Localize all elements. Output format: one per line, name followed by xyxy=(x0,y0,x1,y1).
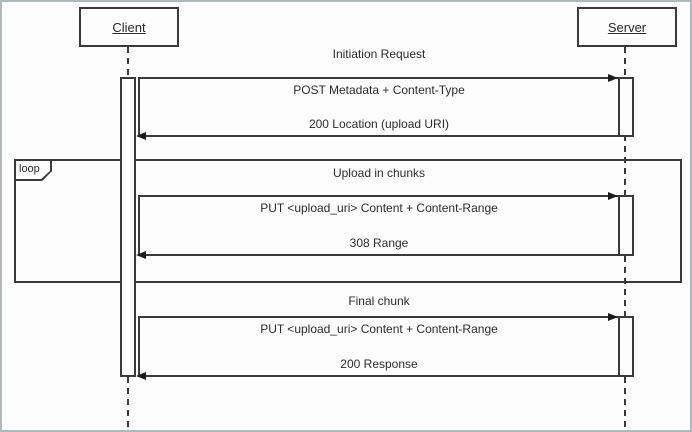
server-actor-label: Server xyxy=(607,19,647,35)
request-arrowhead-icon xyxy=(608,313,618,321)
response-arrowhead-icon xyxy=(136,132,146,140)
exchange-title-initiation: Initiation Request xyxy=(332,47,426,61)
client-actor-box: Client xyxy=(79,7,179,47)
loop-frame xyxy=(14,159,682,283)
exchange-title-final: Final chunk xyxy=(348,294,410,308)
server-activation-bar-1 xyxy=(618,77,634,137)
request-message-label: POST Metadata + Content-Type xyxy=(293,83,465,97)
request-arrowhead-icon xyxy=(608,74,618,82)
server-actor-box: Server xyxy=(577,7,677,47)
exchange-title-chunks: Upload in chunks xyxy=(332,166,426,180)
server-activation-bar-2 xyxy=(618,195,634,256)
client-actor-label: Client xyxy=(112,19,146,35)
response-arrowhead-icon xyxy=(136,251,146,259)
loop-operator-tag: loop xyxy=(14,159,52,181)
exchange-block-chunks: PUT <upload_uri> Content + Content-Range… xyxy=(136,192,620,259)
response-message-label: 308 Range xyxy=(349,236,409,250)
client-activation-bar xyxy=(120,77,136,377)
server-activation-bar-3 xyxy=(618,316,634,377)
response-message-label: 200 Location (upload URI) xyxy=(308,117,450,131)
response-message-label: 200 Response xyxy=(340,357,418,371)
response-arrowhead-icon xyxy=(136,372,146,380)
request-message-label: PUT <upload_uri> Content + Content-Range xyxy=(260,201,498,215)
exchange-block-final: PUT <upload_uri> Content + Content-Range… xyxy=(136,313,620,380)
request-message-label: PUT <upload_uri> Content + Content-Range xyxy=(260,322,498,336)
request-arrowhead-icon xyxy=(608,192,618,200)
loop-operator-label: loop xyxy=(16,161,50,179)
exchange-block-initiation: POST Metadata + Content-Type 200 Locatio… xyxy=(136,74,620,140)
